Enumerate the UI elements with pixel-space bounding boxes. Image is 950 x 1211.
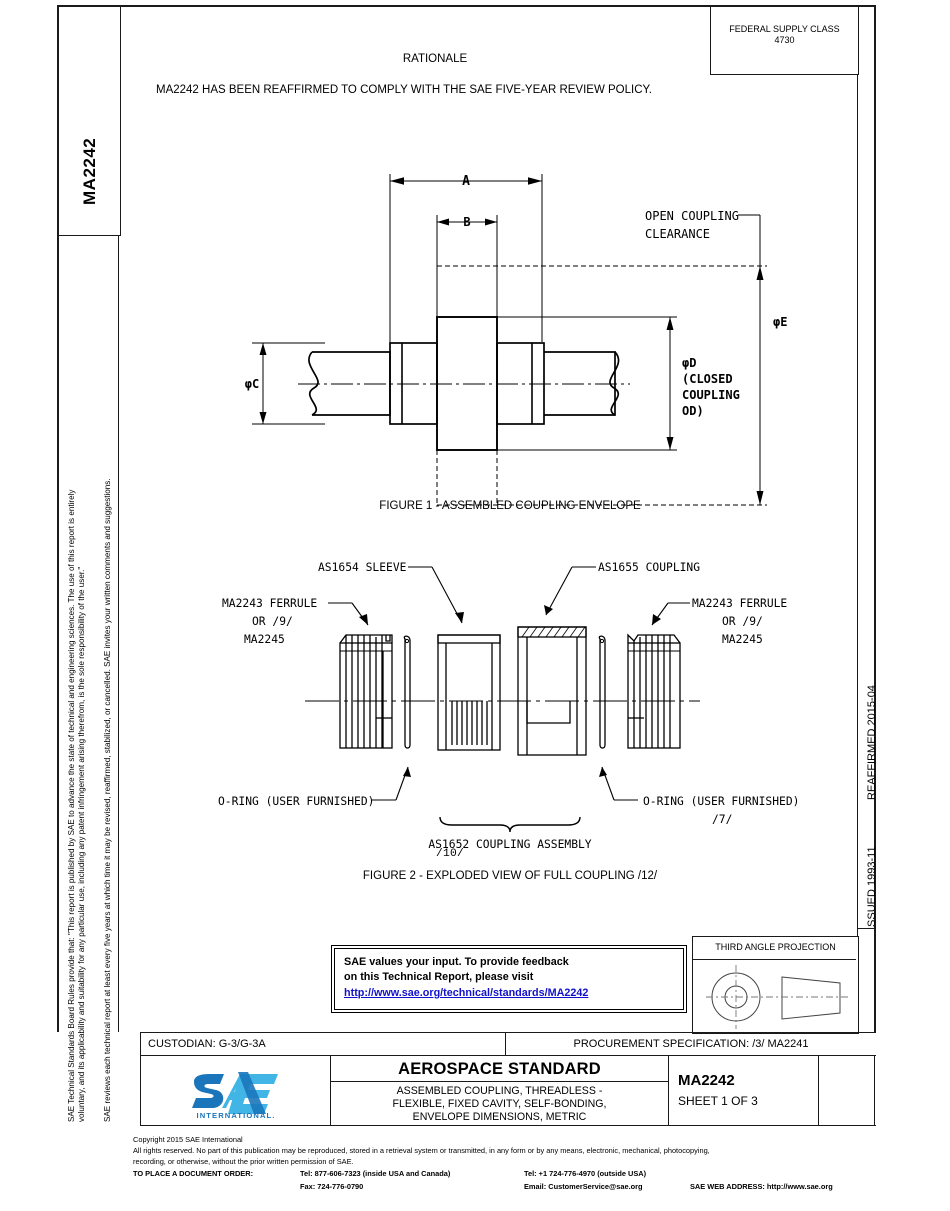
figure1-dim-e-label: φE: [773, 315, 787, 329]
figure2-ferrule-left-line1: MA2243 FERRULE: [222, 597, 317, 610]
figure2-ferrule-left-line3: MA2245: [244, 633, 285, 646]
figure1-dim-d-line1: φD: [682, 356, 696, 370]
figure2-ferrule-right-line2: OR /9/: [722, 615, 763, 628]
footer-rights-line2: recording, or otherwise, without the pri…: [133, 1157, 354, 1166]
figure2-ferrule-left-line2: OR /9/: [252, 615, 293, 628]
titleblock-standard-underline: [331, 1081, 668, 1083]
document-number-tab-label: MA2242: [80, 137, 99, 205]
legal-text-line3: SAE reviews each technical report at lea…: [103, 478, 112, 1122]
titleblock-div-desc: [668, 1055, 670, 1126]
figure1-dim-c-label: φC: [245, 377, 259, 391]
frame-margin-divider: [118, 5, 120, 1032]
custodian-row-left-edge: [140, 1032, 142, 1056]
figure2-assembly-line2: /10/: [436, 848, 464, 860]
rationale-body: MA2242 HAS BEEN REAFFIRMED TO COMPLY WIT…: [156, 84, 652, 96]
third-angle-projection-box: THIRD ANGLE PROJECTION: [692, 936, 859, 1034]
titleblock-desc-line1: ASSEMBLED COUPLING, THREADLESS -: [396, 1085, 603, 1097]
figure1-drawing: A B φC φD (CLOSED COUPLING: [245, 174, 787, 506]
footer-order-label: TO PLACE A DOCUMENT ORDER:: [133, 1169, 254, 1178]
custodian-row-bottom-line: [140, 1055, 876, 1057]
titleblock-div-logo: [330, 1055, 332, 1126]
footer-tel-inside: Tel: 877-606-7323 (inside USA and Canada…: [300, 1169, 451, 1178]
sae-logo-a-stroke: [238, 1072, 266, 1114]
third-angle-projection-title: THIRD ANGLE PROJECTION: [715, 942, 836, 952]
figure1-dim-d-line3: COUPLING: [682, 388, 740, 402]
figure2-ferrule-right-line1: MA2243 FERRULE: [692, 597, 787, 610]
custodian-text: CUSTODIAN: G-3/G-3A: [148, 1038, 266, 1050]
fsc-label: FEDERAL SUPPLY CLASS: [729, 24, 840, 34]
figure1-dim-a-label: A: [462, 174, 470, 189]
figure1-dim-b-label: B: [463, 215, 470, 229]
document-number-tab: [58, 6, 121, 236]
projection-title-divider: [693, 959, 856, 961]
figure2-drawing: AS1654 SLEEVE AS1655 COUPLING MA2243 FER…: [218, 561, 799, 851]
titleblock-doc-number: MA2242: [678, 1072, 735, 1089]
reaffirmed-date: REAFFIRMED 2015-04: [866, 685, 878, 800]
figure1-dim-d-line4: OD): [682, 404, 704, 418]
figure1-open-clearance-line2: CLEARANCE: [645, 227, 710, 241]
sae-logo-subtext: INTERNATIONAL.: [197, 1111, 276, 1120]
legal-text-line1: SAE Technical Standards Board Rules prov…: [67, 489, 76, 1122]
footer-rights-line1: All rights reserved. No part of this pub…: [133, 1146, 710, 1155]
legal-text-line2: voluntary, and its applicability and sui…: [77, 566, 86, 1122]
custodian-row-divider: [505, 1032, 507, 1056]
footer-email: Email: CustomerService@sae.org: [524, 1182, 643, 1191]
figure2-oring-right-note: /7/: [712, 813, 732, 826]
rationale-heading: RATIONALE: [402, 53, 468, 65]
feedback-line1: SAE values your input. To provide feedba…: [344, 956, 569, 968]
figure2-ferrule-right-line3: MA2245: [722, 633, 763, 646]
right-margin-tick: [857, 928, 875, 930]
titleblock-desc-line2: FLEXIBLE, FIXED CAVITY, SELF-BONDING,: [392, 1098, 607, 1110]
figure2-caption: FIGURE 2 - EXPLODED VIEW OF FULL COUPLIN…: [362, 870, 658, 882]
footer-copyright: Copyright 2015 SAE International: [133, 1135, 243, 1144]
issued-date: ISSUED 1993-11: [866, 846, 878, 930]
figure1-caption: FIGURE 1 - ASSEMBLED COUPLING ENVELOPE: [379, 500, 641, 512]
frame-outer-left: [57, 5, 59, 1032]
titleblock-desc-line3: ENVELOPE DIMENSIONS, METRIC: [412, 1111, 587, 1123]
sae-logo: INTERNATIONAL.: [188, 1068, 284, 1120]
titleblock-right-edge: [874, 1055, 876, 1126]
frame-inner-right: [857, 5, 859, 1032]
figure2-label-coupling: AS1655 COUPLING: [598, 561, 700, 574]
frame-outer-top: [57, 5, 876, 7]
titleblock-bottom-line: [140, 1125, 876, 1127]
figure1-open-clearance-line1: OPEN COUPLING: [645, 209, 739, 223]
feedback-line2: on this Technical Report, please visit: [344, 971, 534, 984]
feedback-box: SAE values your input. To provide feedba…: [331, 945, 687, 1013]
titleblock-sheet: SHEET 1 OF 3: [678, 1094, 758, 1108]
figure1-dim-d-line2: (CLOSED: [682, 372, 733, 386]
frame-outer-right: [874, 5, 876, 1032]
footer-fax: Fax: 724-776-0790: [300, 1182, 364, 1191]
figure2-oring-left-label: O-RING (USER FURNISHED): [218, 795, 374, 808]
footer-tel-outside: Tel: +1 724-776-4970 (outside USA): [524, 1169, 647, 1178]
procurement-text: PROCUREMENT SPECIFICATION: /3/ MA2241: [573, 1038, 809, 1050]
federal-supply-class-box: FEDERAL SUPPLY CLASS 4730: [710, 6, 859, 75]
titleblock-left-edge: [140, 1055, 142, 1126]
footer-web: SAE WEB ADDRESS: http://www.sae.org: [690, 1182, 833, 1191]
titleblock-div-right: [818, 1055, 820, 1126]
figure2-oring-right-label: O-RING (USER FURNISHED): [643, 795, 799, 808]
sae-logo-s: [192, 1074, 224, 1108]
figure2-assembly-line1: AS1652 COUPLING ASSEMBLY: [428, 838, 591, 851]
custodian-row-top-line: [140, 1032, 876, 1034]
figure2-label-sleeve: AS1654 SLEEVE: [318, 561, 407, 574]
fsc-value: 4730: [774, 35, 795, 46]
titleblock-standard-label: AEROSPACE STANDARD: [398, 1060, 601, 1078]
projection-symbol: [706, 965, 848, 1029]
feedback-url-link[interactable]: http://www.sae.org/technical/standards/M…: [344, 986, 589, 999]
